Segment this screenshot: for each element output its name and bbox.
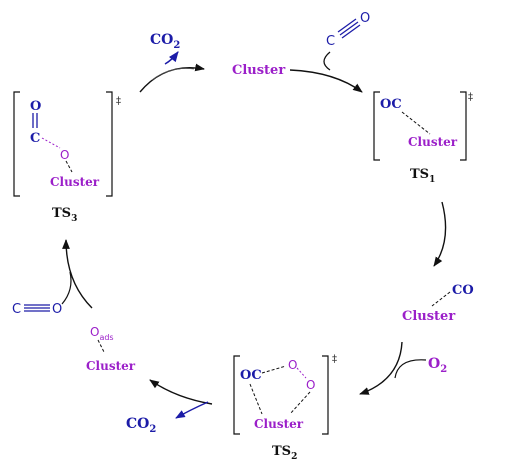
ts1-name: TS1 (410, 167, 435, 185)
arrow-cluster-to-ts1 (289, 69, 363, 93)
ts2-o-o-dotted (296, 367, 307, 379)
ts2-c-cluster-dashed (249, 383, 263, 415)
top-cluster-label: Cluster (232, 63, 285, 78)
ts2-bracket-right (322, 355, 329, 435)
co-incoming-bond1 (339, 21, 359, 36)
arrow-ts3-to-cluster-shadow (151, 68, 195, 81)
ts2-bracket-left (233, 355, 240, 435)
co-incoming-bond3 (341, 24, 361, 39)
co-left-adsorption-arrow (61, 271, 72, 305)
co-incoming-o: O (360, 11, 370, 26)
co-adsorption-arrow (323, 51, 331, 71)
ts3-c: C (30, 131, 40, 146)
co2-release-arrow-top (164, 51, 179, 65)
ts1-bracket-right (460, 91, 467, 161)
arrow-ts1-to-adsco (433, 201, 447, 267)
ts3-name: TS3 (52, 206, 77, 224)
ads-co-dashed-bond (431, 291, 451, 307)
ts1-dashed-bond (401, 111, 431, 135)
ts2-oc: OC (240, 368, 262, 383)
ts2-dagger: ‡ (332, 354, 337, 365)
oads-dashed-bond (97, 339, 105, 353)
co-incoming-c: C (326, 34, 335, 49)
ts2-o2: O (306, 378, 315, 392)
ads-co: CO (452, 283, 474, 298)
ts2-o-cluster-dashed (289, 391, 311, 415)
ts3-cluster: Cluster (50, 175, 100, 189)
ts3-dagger: ‡ (116, 96, 121, 107)
ts1-cluster: Cluster (408, 135, 458, 149)
ts2-o1: O (288, 358, 297, 372)
ts2-name: TS2 (272, 444, 297, 462)
ads-cluster: Cluster (402, 309, 455, 324)
arrow-oads-to-ts3 (62, 239, 93, 309)
oads-o: Oads (90, 325, 114, 342)
ts3-bracket-left (13, 91, 20, 197)
ts3-bracket-right (106, 91, 113, 197)
ts2-oc-o-dashed (261, 365, 287, 374)
co2-release-arrow-bottom (175, 401, 209, 419)
ts3-o: O (30, 99, 41, 114)
co-incoming-bond2 (337, 18, 357, 33)
bottom-co2-label: CO2 (126, 416, 156, 435)
o2-adsorption-arrow (394, 359, 427, 379)
ts3-o2: O (60, 148, 69, 162)
ts3-c-o-dashed (41, 137, 61, 149)
o2-label: O2 (428, 356, 447, 375)
co-left-c: C (12, 302, 21, 317)
arrow-ts2-to-oads (149, 379, 213, 405)
ts1-oc: OC (380, 97, 402, 112)
arrow-adsco-to-ts2 (359, 341, 403, 395)
ts3-o-cluster-dashed (65, 160, 73, 173)
top-co2-label: CO2 (150, 32, 180, 51)
arrow-ts3-to-cluster (139, 63, 205, 93)
oads-cluster: Cluster (86, 359, 136, 373)
ts1-bracket-left (373, 91, 380, 161)
co-left-o: O (52, 302, 62, 317)
ts1-dagger: ‡ (468, 92, 473, 103)
ts2-cluster: Cluster (254, 417, 304, 431)
